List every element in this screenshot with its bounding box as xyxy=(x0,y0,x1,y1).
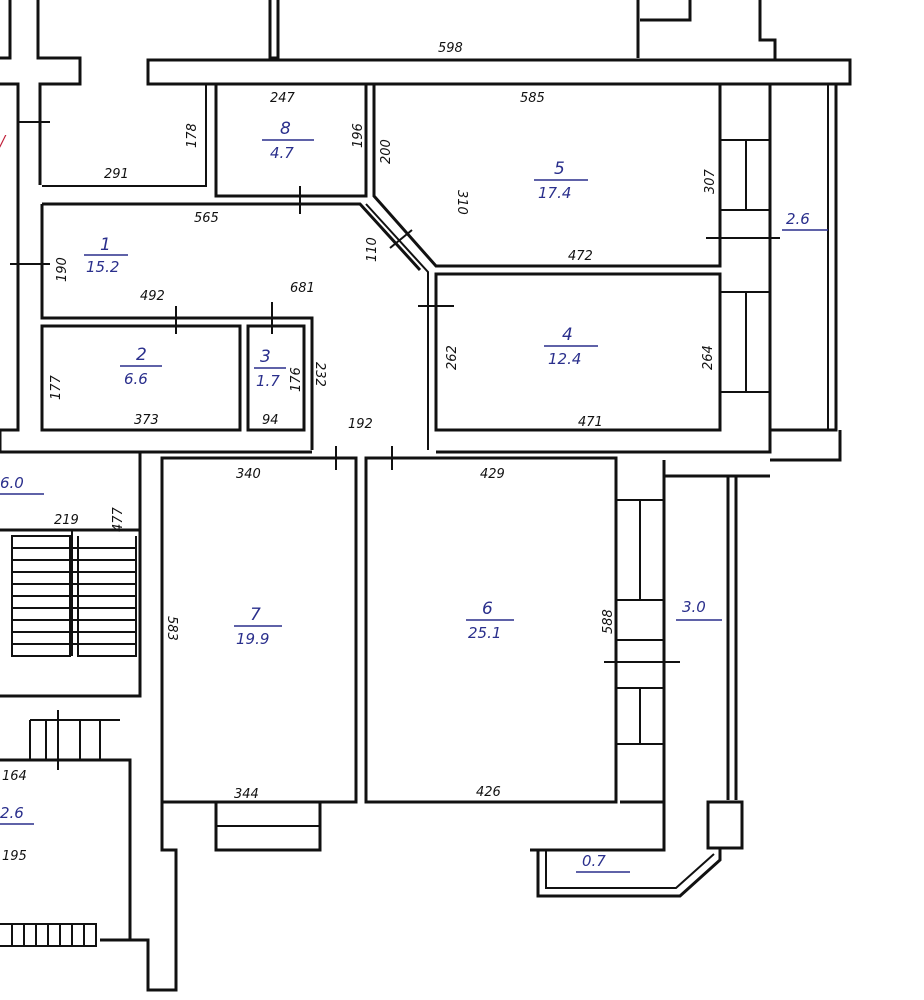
dim-r5-right: 307 xyxy=(703,168,718,194)
room-labels: 1 15.2 2 6.6 3 1.7 4 12.4 5 17.4 6 25.1 xyxy=(84,119,598,648)
dim-r4-264: 264 xyxy=(701,345,716,370)
red-mark: / xyxy=(0,132,7,150)
balcony-south xyxy=(536,800,744,898)
lower-left-door xyxy=(29,719,120,760)
dim-diag-110: 110 xyxy=(365,237,380,262)
dim-r3-176: 176 xyxy=(289,367,304,392)
room-4-area: 12.4 xyxy=(548,350,581,368)
balcony-labels: 2.6 3.0 0.7 6.0 2.6 / xyxy=(0,132,828,873)
dim-r2-177: 177 xyxy=(49,374,64,400)
dim-r4-472: 472 xyxy=(568,249,593,264)
room-8-label: 8 4.7 xyxy=(262,119,314,162)
side-area-lower: 2.6 xyxy=(0,804,24,822)
radiator xyxy=(0,923,97,947)
walls xyxy=(0,0,852,992)
dim-r8-right: 196 xyxy=(351,123,366,148)
room-1-number: 1 xyxy=(100,235,111,255)
room-3-outline xyxy=(246,324,306,432)
room-1-area: 15.2 xyxy=(86,258,119,276)
dim-r5-left: 310 xyxy=(454,190,469,215)
balcony-east-upper xyxy=(768,82,838,432)
room-8-number: 8 xyxy=(280,119,291,139)
room-5-area: 17.4 xyxy=(538,184,571,202)
room-2-number: 2 xyxy=(136,345,147,365)
room-2-outline xyxy=(40,324,242,432)
room-7-area: 19.9 xyxy=(236,630,269,648)
room-5-outline xyxy=(372,84,722,268)
upper-neighbor-wall xyxy=(268,0,280,60)
room-6-label: 6 25.1 xyxy=(466,599,514,642)
dim-r1-190: 190 xyxy=(55,257,70,282)
middle-wall-right xyxy=(662,460,770,478)
door-marks xyxy=(10,121,780,770)
dim-r2-373: 373 xyxy=(134,413,159,428)
dim-r6-429: 429 xyxy=(480,467,505,482)
dim-left-195: 195 xyxy=(2,849,27,864)
room-8-area: 4.7 xyxy=(270,144,294,162)
balcony-east-lower-area: 3.0 xyxy=(682,598,706,616)
dim-r1-291: 291 xyxy=(104,167,129,182)
room-5-number: 5 xyxy=(554,159,565,179)
room-1-label: 1 15.2 xyxy=(84,235,128,276)
lower-outer-wall xyxy=(100,458,666,992)
stair-steps xyxy=(12,547,136,645)
dim-r7-340: 340 xyxy=(236,467,261,482)
dim-r4-262: 262 xyxy=(445,345,460,370)
dim-r7-583: 583 xyxy=(164,616,179,641)
room-3-number: 3 xyxy=(260,347,271,367)
upper-right-wall xyxy=(636,0,777,60)
dim-top-598: 598 xyxy=(438,41,463,56)
balcony-south-area: 0.7 xyxy=(582,852,606,870)
diagonal-wall xyxy=(365,203,429,450)
dim-r3-94: 94 xyxy=(262,413,279,428)
balcony-east-upper-area: 2.6 xyxy=(786,210,810,228)
room-4-number: 4 xyxy=(562,325,573,345)
room-7-number: 7 xyxy=(250,605,261,625)
dim-left-164: 164 xyxy=(2,769,27,784)
room-2-label: 2 6.6 xyxy=(120,345,162,388)
room-6-number: 6 xyxy=(482,599,493,619)
room-3-label: 3 1.7 xyxy=(254,347,286,390)
room-4-label: 4 12.4 xyxy=(544,325,598,368)
side-area-upper: 6.0 xyxy=(0,474,24,492)
balcony-south-rail xyxy=(545,850,715,889)
room-2-area: 6.6 xyxy=(124,370,148,388)
room-4-outline xyxy=(434,272,722,432)
left-outer-wall xyxy=(0,82,20,432)
dim-stair-219: 219 xyxy=(54,513,79,528)
dim-stair-477: 477 xyxy=(111,506,126,532)
dim-r1-681: 681 xyxy=(290,281,315,296)
dim-hall-192: 192 xyxy=(348,417,373,432)
dim-r6-588: 588 xyxy=(601,609,616,634)
middle-wall xyxy=(0,430,842,462)
room-6-area: 25.1 xyxy=(468,624,501,642)
dim-r7-344: 344 xyxy=(234,787,259,802)
window-east-upper xyxy=(720,139,770,393)
room-5-label: 5 17.4 xyxy=(534,159,588,202)
room-8-inner xyxy=(42,84,207,187)
stair-block xyxy=(0,452,142,940)
dim-r6-426: 426 xyxy=(476,785,501,800)
dim-r8-top: 247 xyxy=(270,91,296,106)
dim-r1-565: 565 xyxy=(194,211,219,226)
left-column-wall xyxy=(0,0,82,185)
dim-hall-232: 232 xyxy=(312,362,327,387)
dimension-labels: 598 247 178 196 585 310 307 200 110 291 … xyxy=(2,41,718,864)
top-wall xyxy=(146,58,852,86)
dim-r8-left: 178 xyxy=(185,123,200,148)
room-3-area: 1.7 xyxy=(256,372,280,390)
room-7-label: 7 19.9 xyxy=(234,605,282,648)
dim-r5-top: 585 xyxy=(520,91,545,106)
room-6-outline xyxy=(364,456,618,804)
room-8-outline xyxy=(214,84,368,198)
dim-diag-200: 200 xyxy=(379,139,394,164)
window-east-lower xyxy=(616,499,664,745)
dim-r4-471: 471 xyxy=(578,415,603,430)
dim-r2-492: 492 xyxy=(140,289,165,304)
